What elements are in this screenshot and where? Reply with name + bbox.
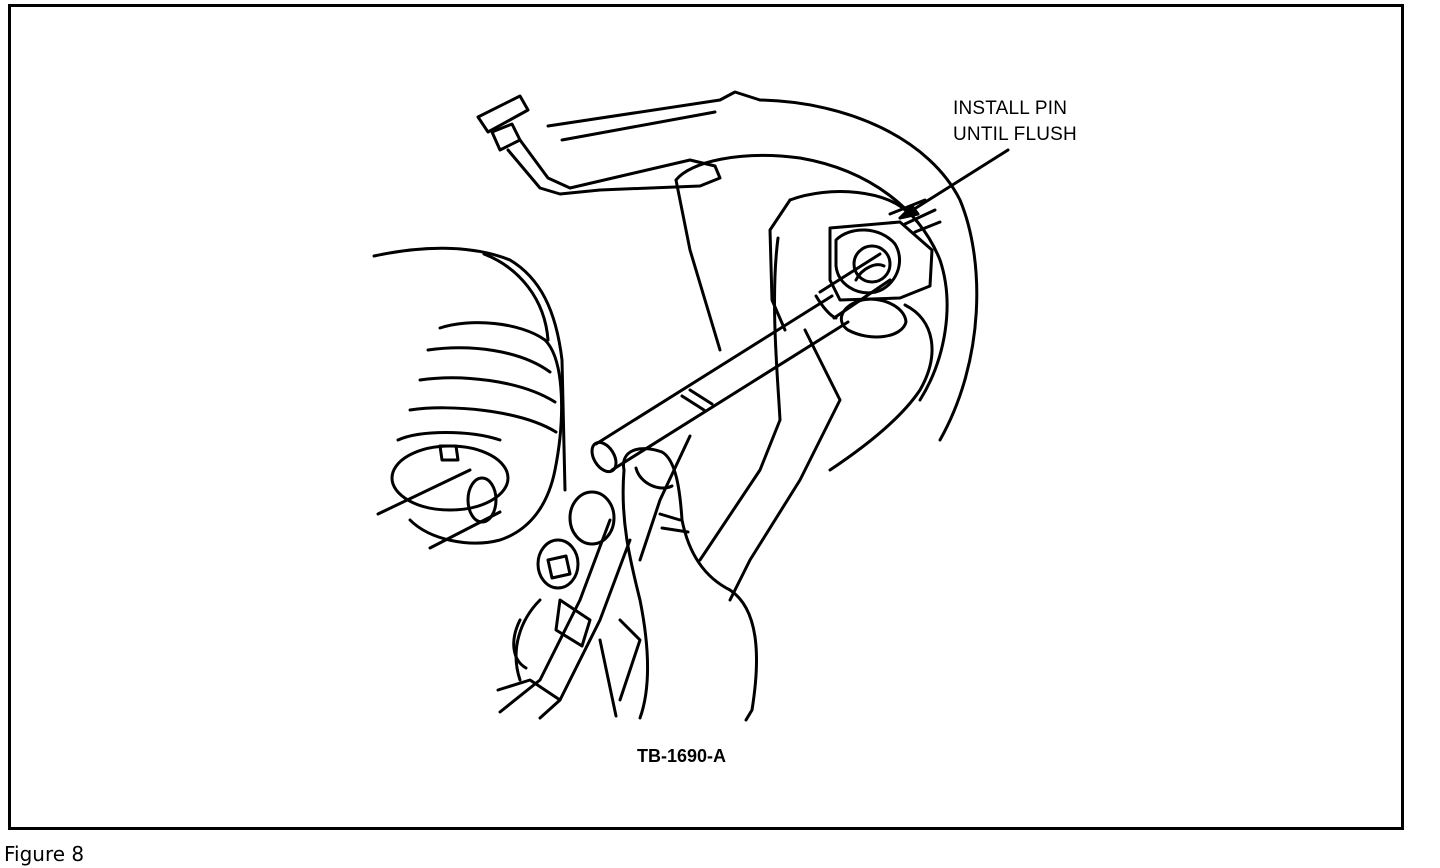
brake-line bbox=[476, 90, 762, 196]
callout-arrow bbox=[898, 148, 1010, 220]
callout-line-1: INSTALL PIN bbox=[953, 98, 1068, 119]
ball-joint-nut bbox=[828, 198, 942, 339]
cv-boot bbox=[372, 246, 567, 545]
callout-line-2: UNTIL FLUSH bbox=[953, 124, 1077, 145]
lower-control-arm bbox=[496, 618, 562, 702]
figure-frame bbox=[8, 4, 1404, 830]
pliers bbox=[498, 236, 842, 720]
steering-knuckle bbox=[674, 98, 979, 472]
axle-shaft bbox=[376, 468, 502, 550]
pin-punch-tool bbox=[590, 252, 892, 474]
install-pin-callout: INSTALL PIN UNTIL FLUSH bbox=[953, 96, 1077, 148]
hand bbox=[598, 447, 759, 722]
drawing-id-label: TB-1690-A bbox=[637, 746, 727, 766]
figure-caption: Figure 8 bbox=[4, 842, 85, 866]
